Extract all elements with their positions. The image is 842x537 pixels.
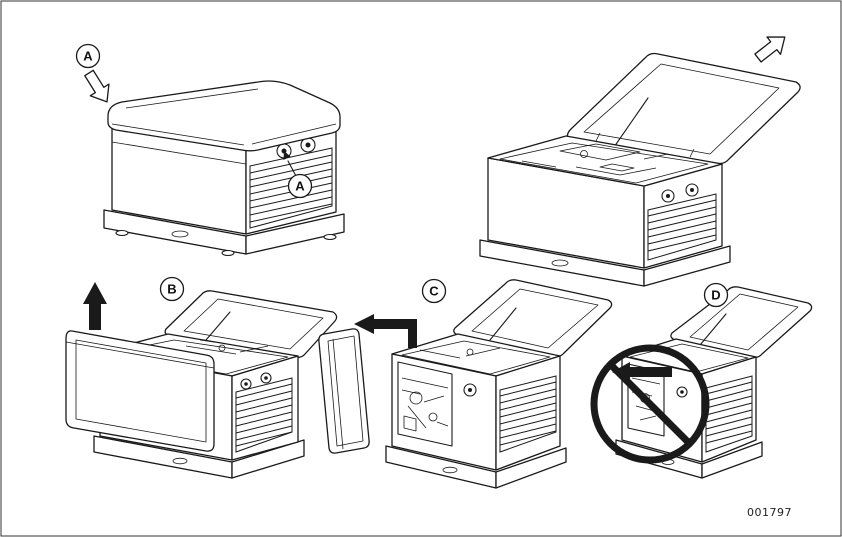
callout-b: B [159, 276, 185, 302]
brand-badge [172, 457, 188, 465]
open-lid [453, 279, 613, 358]
callout-label-a: A [83, 49, 93, 64]
base-end-band [643, 245, 731, 287]
callout-bubble-c [421, 278, 447, 304]
panel-b-lift-front: B [65, 276, 338, 479]
no-symbol-circle-icon [590, 344, 710, 464]
louver-frame [705, 375, 753, 453]
side-panel-crease [111, 141, 247, 165]
front-panel-inner-line [75, 339, 207, 443]
engine-pulley [428, 412, 438, 422]
louver-slats [647, 199, 717, 252]
louver-slats [235, 383, 293, 447]
callout-bubble-b [159, 276, 185, 302]
callout-label-c: C [429, 284, 439, 299]
callout-label-b: B [167, 282, 176, 297]
lid-strut [205, 311, 231, 341]
callout-pointer-line [287, 160, 297, 177]
louver-frame [647, 193, 717, 261]
louver-slats [705, 381, 753, 444]
lid-ridge-line [125, 88, 259, 109]
base-end-band [495, 447, 567, 489]
foot-pad [323, 233, 337, 241]
lid-strut [489, 307, 517, 341]
callout-bubble-a2 [287, 173, 313, 199]
engine-cap [218, 344, 226, 352]
lift-lid-arrow-icon [754, 36, 786, 63]
base-end-band [245, 213, 345, 255]
louver-frame [499, 375, 557, 453]
callout-d: D [703, 282, 729, 308]
panel-d-prohibited: D [590, 282, 813, 479]
engine-detail-lines [521, 153, 669, 176]
foot-pad [115, 229, 129, 237]
closed-lid [107, 80, 341, 152]
engine-cap [580, 150, 588, 158]
louver-frame [249, 147, 333, 229]
open-direction-arrow-icon [84, 69, 110, 103]
lid-strut [699, 313, 727, 346]
foot-pad [221, 249, 235, 257]
callout-label-d: D [711, 288, 720, 303]
remove-door-arrow-icon [354, 314, 417, 348]
lid-hinge-marks [595, 132, 695, 158]
lift-panel-arrow-icon [83, 282, 107, 330]
panel-a-closed-generator: A A [75, 43, 345, 257]
control-button-dot [690, 188, 694, 192]
engine-block-lines [559, 143, 641, 161]
control-button-dot [264, 376, 268, 380]
callout-label-a2: A [295, 179, 305, 194]
control-button-dot [680, 390, 684, 394]
prohibition-symbol [590, 344, 710, 464]
control-button-dot [305, 142, 311, 148]
engine-compartment-lines [401, 377, 449, 432]
engine-pulley [409, 391, 423, 405]
brand-badge [171, 230, 189, 238]
open-lid [566, 52, 801, 165]
rim-inner-line [401, 340, 551, 375]
callout-a-panel: A [283, 151, 313, 199]
callout-bubble-a [75, 43, 101, 69]
louver-slats [499, 381, 557, 446]
rim-inner-line [499, 142, 709, 184]
lid-strut [611, 97, 649, 151]
open-lid-inner-line [471, 288, 599, 349]
engine-cap [466, 348, 474, 356]
lid-skirt-line [111, 123, 337, 146]
control-button-dot [244, 382, 248, 386]
open-lid-inner-line [689, 293, 799, 351]
removed-door-panel [318, 328, 370, 454]
figure-code: 001797 [747, 506, 792, 519]
door-opening-frame [397, 361, 453, 447]
front-panel-lifted [65, 330, 215, 452]
control-button-dot [468, 388, 472, 392]
door-inner-line [327, 335, 364, 447]
brand-badge [442, 466, 458, 474]
open-lid-inner-line [583, 63, 780, 155]
open-lid-inner-line [183, 298, 324, 350]
front-panel-lip [65, 341, 215, 369]
open-lid [670, 286, 813, 359]
callout-bubble-d [703, 282, 729, 308]
engine-box [599, 163, 635, 172]
panel-c-remove-door: C [318, 278, 613, 489]
panel-a-open-generator [479, 36, 801, 287]
engine-detail-lines [185, 339, 269, 355]
door-crease [332, 338, 344, 450]
callout-pointer-arrowhead-icon [283, 151, 291, 160]
base-end-band [701, 441, 763, 479]
control-button-dot [666, 194, 670, 198]
callout-a-top: A [75, 43, 110, 103]
callout-c: C [421, 278, 447, 304]
brand-badge [551, 259, 569, 267]
no-symbol-slash-icon [607, 361, 693, 447]
